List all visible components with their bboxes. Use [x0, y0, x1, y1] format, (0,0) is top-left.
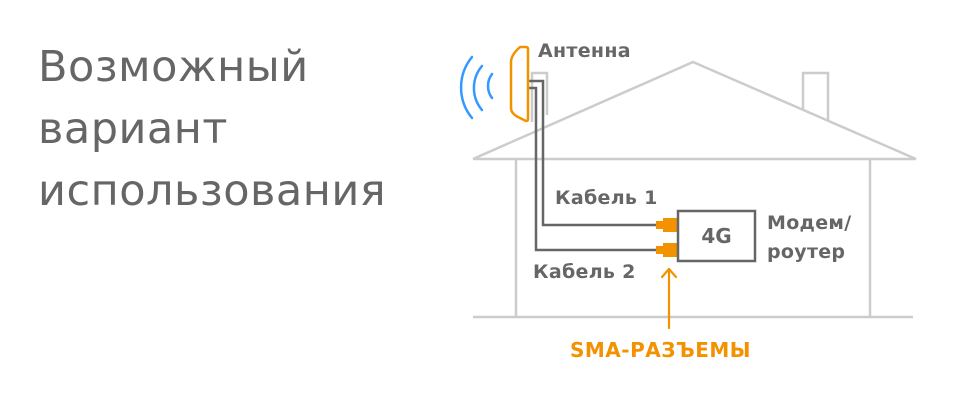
cable-1-label: Кабель 1: [555, 187, 658, 209]
connector-2-body: [663, 243, 678, 257]
title-line-3: использования: [38, 166, 387, 216]
page-title: Возможный вариант использования: [38, 36, 386, 222]
connector-1-nut: [656, 221, 664, 229]
cable-2: [527, 86, 660, 252]
signal-waves-icon: [459, 55, 494, 120]
sma-connector-icon: [656, 218, 678, 257]
roof: [472, 60, 917, 161]
modem-label-line-2: роутер: [767, 241, 846, 263]
cable-2-label: Кабель 2: [533, 261, 636, 283]
title-line-1: Возможный: [38, 42, 309, 92]
title-line-2: вариант: [38, 104, 228, 154]
connector-2-nut: [656, 246, 664, 254]
connector-1-body: [663, 218, 678, 232]
modem-box: [676, 209, 757, 263]
cable-1: [527, 79, 660, 227]
house-outline: [472, 60, 917, 319]
modem-label: Модем/ роутер: [767, 209, 851, 267]
chimney-right: [801, 71, 830, 121]
antenna-label: Антенна: [538, 40, 631, 62]
modem-label-line-1: Модем/: [767, 212, 852, 234]
cables: [527, 79, 660, 252]
modem-box-label: 4G: [701, 224, 732, 248]
arrow-up-icon: [660, 267, 678, 330]
sma-connectors-label: SMA-РАЗЪЕМЫ: [570, 338, 752, 362]
antenna-icon: [509, 45, 530, 123]
antenna-mast: [530, 71, 549, 122]
